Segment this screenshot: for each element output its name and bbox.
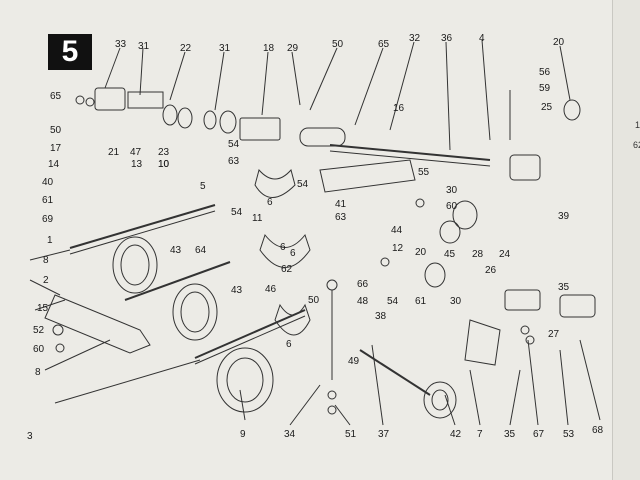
callout: 23 (158, 147, 170, 158)
callout: 6 (286, 339, 292, 350)
callout: 35 (558, 282, 570, 293)
callout: 41 (335, 199, 347, 210)
callout: 35 (504, 429, 516, 440)
callout: 65 (50, 91, 62, 102)
callout: 5 (200, 181, 206, 192)
callout: 68 (592, 425, 604, 436)
figure-number-badge: 5 (48, 34, 92, 70)
callout: 8 (35, 367, 41, 378)
callout: 1 (47, 235, 53, 246)
callout: 6 (290, 248, 296, 259)
callout: 52 (33, 325, 45, 336)
callout: 9 (240, 429, 246, 440)
edge-number: 62 (633, 140, 640, 150)
callout: 54 (231, 207, 243, 218)
callout: 46 (265, 284, 277, 295)
callout: 7 (477, 429, 483, 440)
callout: 34 (284, 429, 296, 440)
callout: 6 (280, 242, 286, 253)
callout: 4 (479, 33, 485, 44)
callout: 30 (446, 185, 458, 196)
callout: 10 (158, 159, 170, 170)
callout: 53 (563, 429, 575, 440)
edge-number: 1 (635, 120, 640, 130)
callout: 49 (348, 356, 360, 367)
callout: 63 (228, 156, 240, 167)
callout: 48 (357, 296, 369, 307)
callout: 25 (541, 102, 553, 113)
callout: 45 (444, 249, 456, 260)
callout: 42 (450, 429, 462, 440)
callout: 63 (335, 212, 347, 223)
callout: 36 (441, 33, 453, 44)
callout: 8 (43, 255, 49, 266)
callout: 59 (539, 83, 551, 94)
callout: 10 (158, 159, 170, 170)
callout: 29 (287, 43, 299, 54)
callout: 43 (231, 285, 243, 296)
callout: 2 (43, 275, 49, 286)
callout: 22 (180, 43, 192, 54)
callout: 65 (378, 39, 390, 50)
callout: 37 (378, 429, 390, 440)
callout: 33 (115, 39, 127, 50)
callout: 54 (387, 296, 399, 307)
callout: 50 (50, 125, 62, 136)
callout: 66 (357, 279, 369, 290)
callout: 31 (138, 41, 150, 52)
callout: 47 (130, 147, 142, 158)
callout: 26 (485, 265, 497, 276)
callout: 64 (195, 245, 207, 256)
callout: 55 (418, 167, 430, 178)
callout: 18 (263, 43, 275, 54)
callout: 31 (219, 43, 231, 54)
callout: 60 (33, 344, 45, 355)
callout: 11 (252, 213, 263, 224)
callout: 56 (539, 67, 551, 78)
callout: 69 (42, 214, 54, 225)
callout: 44 (391, 225, 403, 236)
callout: 39 (558, 211, 570, 222)
callout: 61 (415, 296, 427, 307)
callout: 32 (409, 33, 421, 44)
adjacent-page-edge: 1 62 (612, 0, 640, 480)
callout: 30 (450, 296, 462, 307)
callout: 6 (267, 197, 273, 208)
callout: 12 (392, 243, 404, 254)
callout: 54 (228, 139, 240, 150)
callout: 3 (27, 431, 33, 442)
callout: 17 (50, 143, 62, 154)
callout: 60 (446, 201, 458, 212)
callout: 16 (393, 103, 405, 114)
callout: 13 (131, 159, 143, 170)
callout: 51 (345, 429, 357, 440)
callout: 20 (415, 247, 427, 258)
callout: 38 (375, 311, 387, 322)
callout: 62 (281, 264, 293, 275)
callout: 43 (170, 245, 182, 256)
callout: 20 (553, 37, 565, 48)
callout: 24 (499, 249, 511, 260)
callout: 28 (472, 249, 484, 260)
callout: 67 (533, 429, 545, 440)
callout: 54 (297, 179, 309, 190)
callout: 27 (548, 329, 560, 340)
manual-page (0, 0, 612, 480)
callout: 14 (48, 159, 60, 170)
callout: 21 (108, 147, 120, 158)
callout: 61 (42, 195, 54, 206)
callout: 50 (332, 39, 344, 50)
callout: 50 (308, 295, 320, 306)
callout: 15 (37, 303, 49, 314)
callout: 40 (42, 177, 54, 188)
